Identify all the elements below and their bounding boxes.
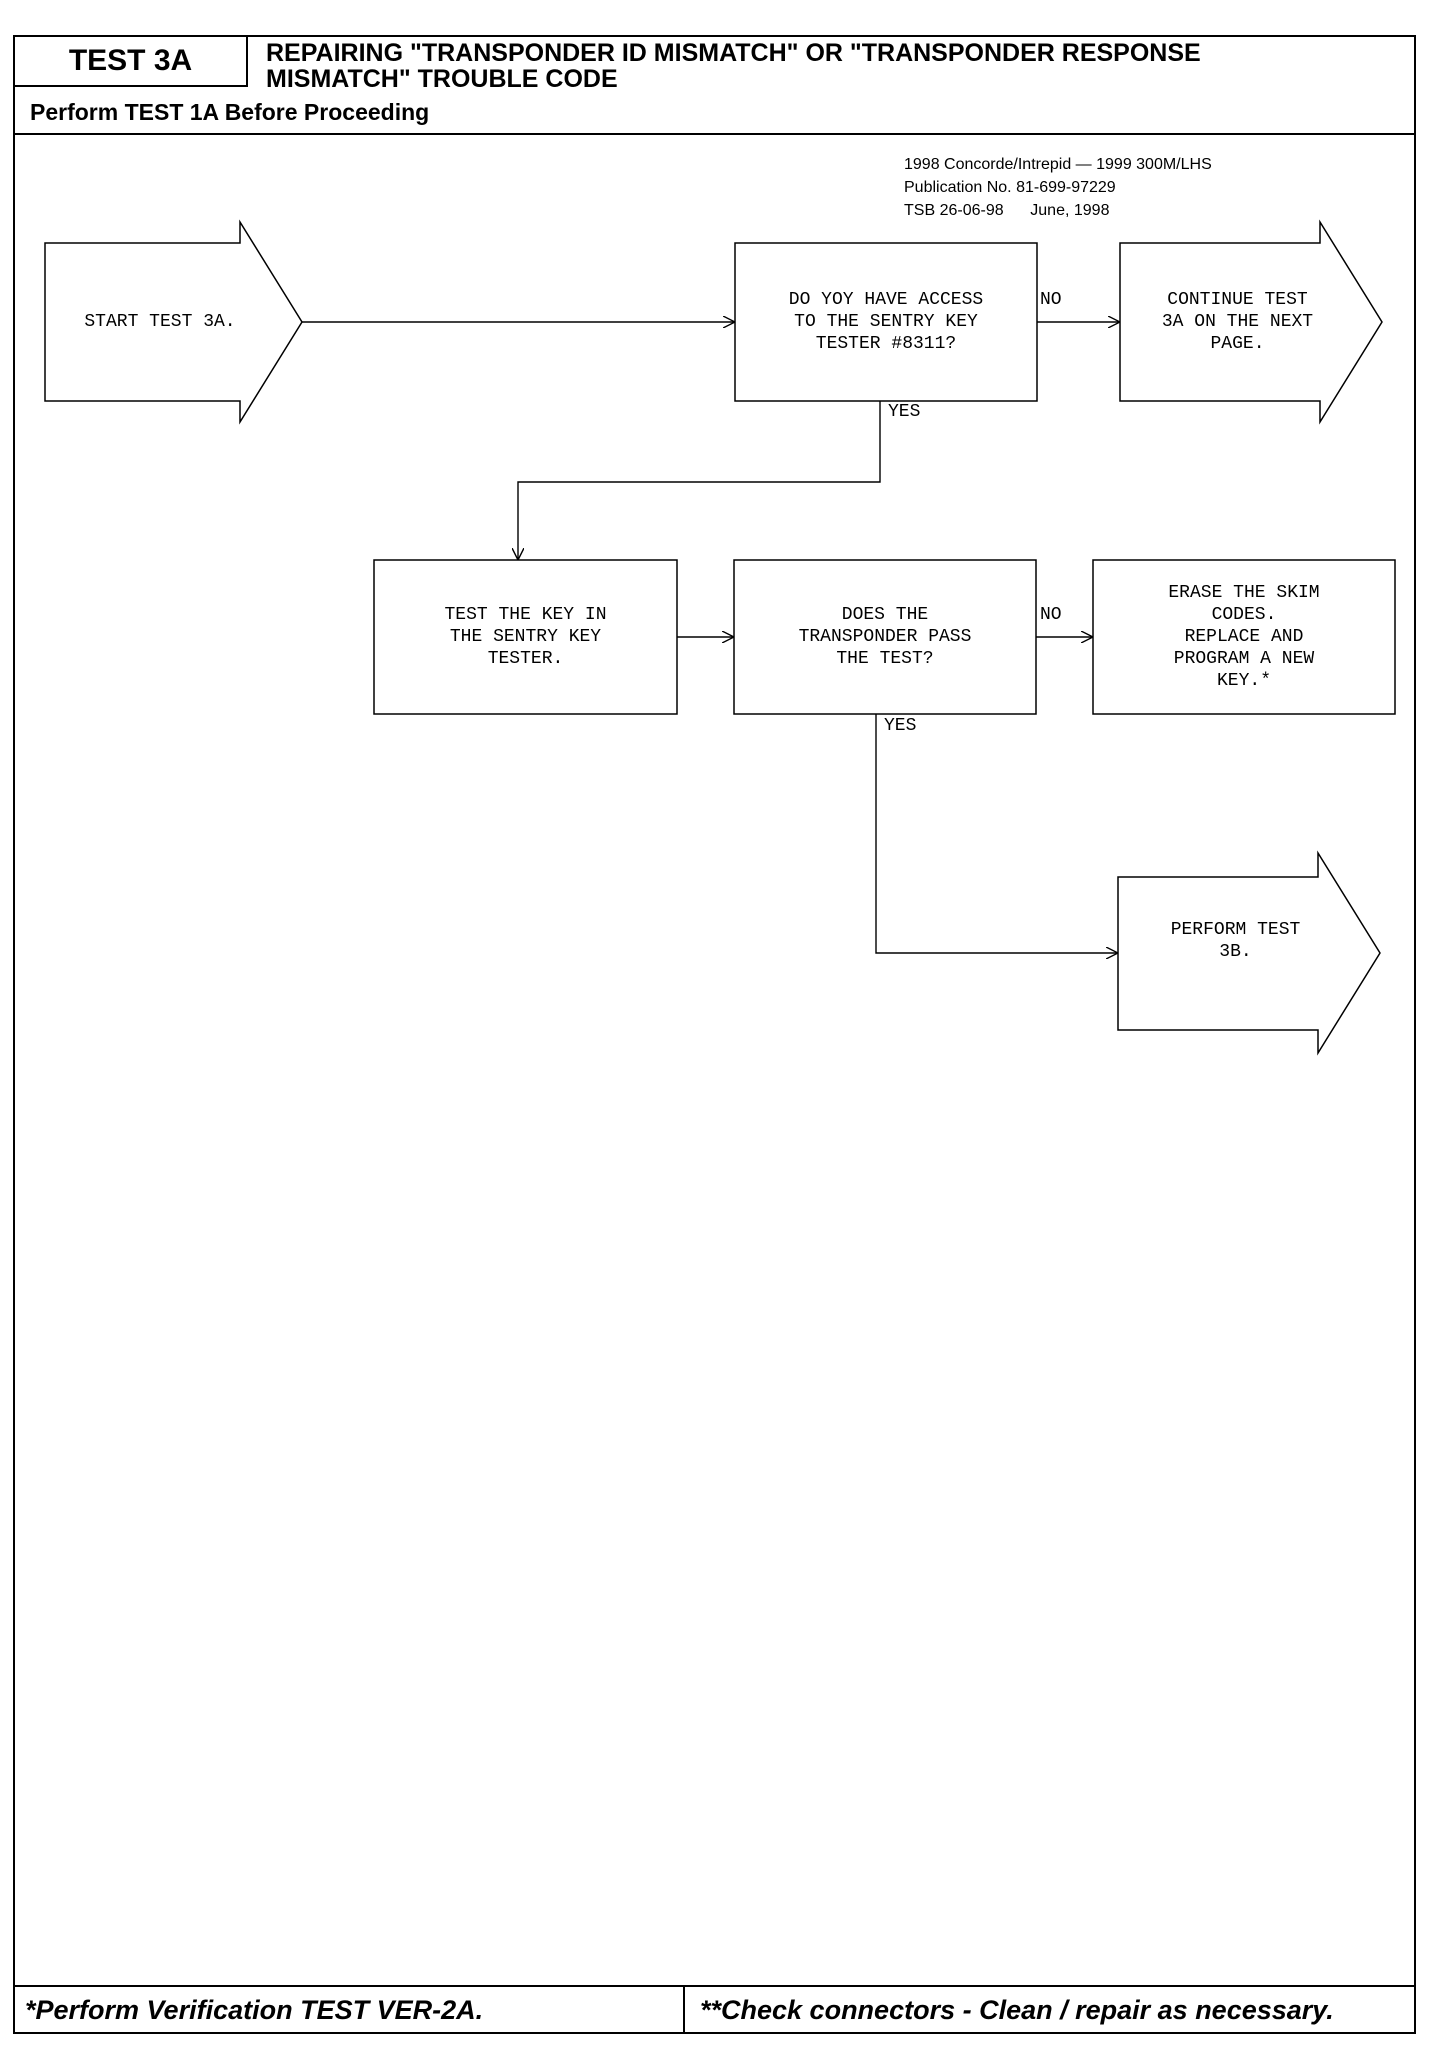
- pub-line-models: 1998 Concorde/Intrepid — 1999 300M/LHS: [904, 156, 1212, 173]
- perform-test-3b-node: PERFORM TEST 3B.: [1170, 920, 1301, 962]
- page-frame: [13, 35, 1416, 2034]
- header-divider: [15, 133, 1414, 135]
- footer-connector-note: **Check connectors - Clean / repair as n…: [700, 1994, 1334, 2025]
- decision-access-node: DO YOY HAVE ACCESS TO THE SENTRY KEY TES…: [788, 290, 984, 354]
- edge-label-yes-access: YES: [888, 402, 921, 422]
- publication-info: 1998 Concorde/Intrepid — 1999 300M/LHS P…: [904, 153, 1212, 222]
- continue-next-page-node: CONTINUE TEST 3A ON THE NEXT PAGE.: [1161, 290, 1314, 354]
- edge-pass-yes: [875, 714, 1118, 953]
- decision-pass-box: [733, 559, 1037, 715]
- test-key-node: TEST THE KEY IN THE SENTRY KEY TESTER.: [444, 605, 607, 669]
- erase-codes-node: ERASE THE SKIM CODES. REPLACE AND PROGRA…: [1168, 583, 1320, 691]
- pub-line-tsb: TSB 26-06-98 June, 1998: [904, 202, 1110, 219]
- erase-codes-box: [1092, 559, 1396, 715]
- edge-label-no-access: NO: [1040, 290, 1062, 310]
- test-id-box: TEST 3A: [15, 37, 248, 87]
- start-node: START TEST 3A.: [84, 312, 236, 332]
- start-arrow-shape: [44, 219, 303, 425]
- test-key-box: [373, 559, 678, 715]
- decision-pass-node: DOES THE TRANSPONDER PASS THE TEST?: [798, 605, 972, 669]
- title-line-2: MISMATCH" TROUBLE CODE: [266, 65, 618, 93]
- footer-verification-note: *Perform Verification TEST VER-2A.: [25, 1994, 484, 2025]
- decision-access-box: [734, 242, 1038, 402]
- edge-label-yes-pass: YES: [884, 716, 917, 736]
- edge-access-yes: [518, 401, 881, 560]
- continue-arrow-shape: [1119, 219, 1383, 425]
- edge-label-no-pass: NO: [1040, 605, 1062, 625]
- footer-column-divider: [683, 1985, 685, 2032]
- pub-line-number: Publication No. 81-699-97229: [904, 179, 1116, 196]
- prerequisite-note: Perform TEST 1A Before Proceeding: [30, 99, 430, 125]
- footer-divider: [15, 1985, 1414, 1987]
- page-title: REPAIRING "TRANSPONDER ID MISMATCH" OR "…: [266, 40, 1386, 92]
- perform-3b-arrow-shape: [1117, 850, 1381, 1056]
- title-line-1: REPAIRING "TRANSPONDER ID MISMATCH" OR "…: [266, 39, 1201, 67]
